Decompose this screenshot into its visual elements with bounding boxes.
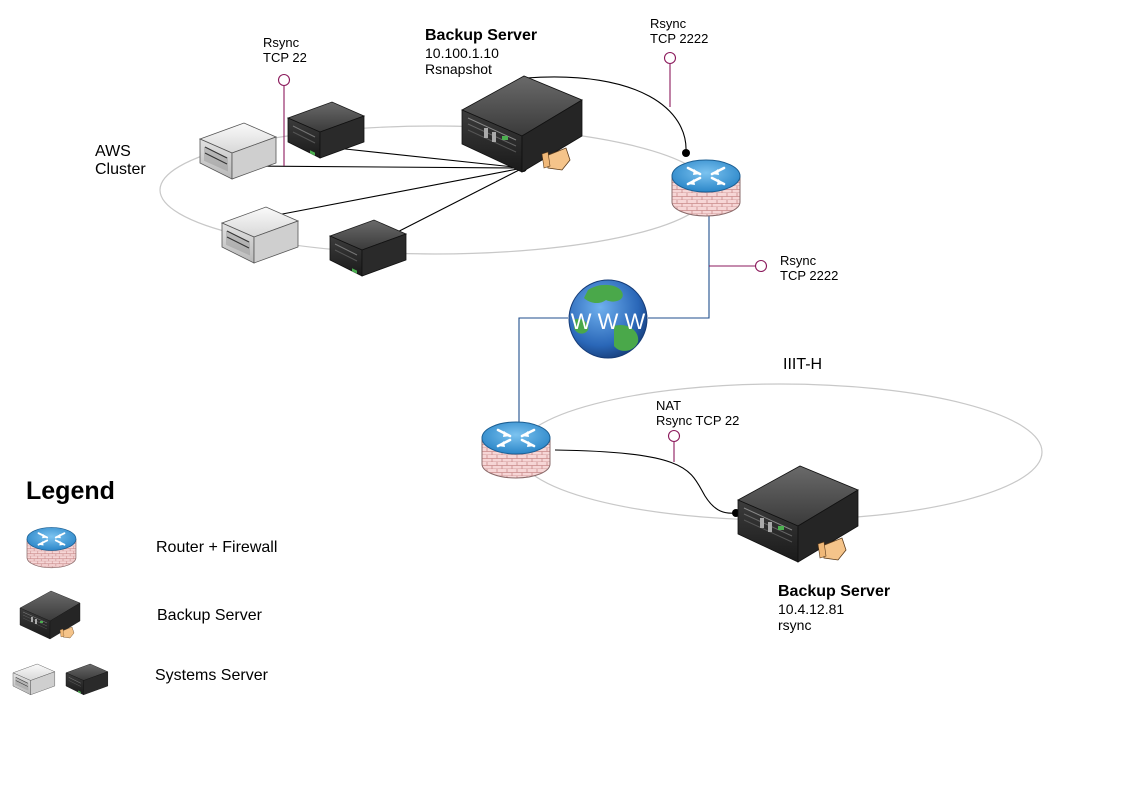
legend-backup-server-icon xyxy=(19,590,81,640)
aws-cluster-label-line2: Cluster xyxy=(95,161,146,179)
backup-server-iiith-software: rsync xyxy=(778,617,812,634)
port-label-internet-link: Rsync TCP 2222 xyxy=(780,253,839,284)
port-marker-iiith xyxy=(667,429,681,462)
internet-globe-text: W W W xyxy=(571,309,646,334)
port-label-aws-router-line1: Rsync xyxy=(650,16,687,31)
port-label-aws-router: Rsync TCP 2222 xyxy=(650,16,709,47)
port-label-aws-router-line2: TCP 2222 xyxy=(650,30,709,46)
port-marker-internet-link xyxy=(709,259,768,273)
backup-server-iiith-label: Backup Server 10.4.12.81 rsync xyxy=(778,583,890,634)
port-label-aws-internal: Rsync TCP 22 xyxy=(263,35,307,66)
router-firewall-aws-icon xyxy=(670,158,742,218)
backup-server-iiith-title: Backup Server xyxy=(778,583,891,600)
backup-router-link xyxy=(525,76,687,153)
backup-server-aws-ip: 10.100.1.10 xyxy=(425,45,499,62)
backup-server-iiith-ip: 10.4.12.81 xyxy=(778,601,845,618)
iiith-label: IIIT-H xyxy=(783,356,823,373)
port-label-aws-internal-line2: TCP 22 xyxy=(263,49,307,65)
legend-title: Legend xyxy=(26,477,115,505)
router-firewall-iiith-icon xyxy=(480,420,552,480)
port-label-iiith-line1: NAT xyxy=(656,398,682,413)
port-label-internet-link-line2: TCP 2222 xyxy=(780,267,839,283)
internet-globe-icon: W W W xyxy=(568,279,648,359)
port-label-iiith-line2: Rsync TCP 22 xyxy=(656,412,740,428)
backup-server-aws-title: Backup Server xyxy=(425,27,538,44)
backup-server-iiith-icon xyxy=(737,465,859,563)
backup-server-aws-icon xyxy=(461,75,583,173)
aws-systems-server-dark-2 xyxy=(329,219,407,277)
aws-systems-server-light-2 xyxy=(221,206,299,264)
port-label-iiith: NAT Rsync TCP 22 xyxy=(656,398,740,429)
legend-systems-server-dark-icon xyxy=(65,663,109,696)
aws-systems-server-light-1 xyxy=(199,122,277,180)
legend-router-firewall-icon xyxy=(26,526,77,569)
port-label-aws-internal-line1: Rsync xyxy=(263,35,300,50)
iiith-internal-link xyxy=(554,449,737,514)
port-label-internet-link-line1: Rsync xyxy=(780,253,817,268)
legend-item-router-firewall: Router + Firewall xyxy=(156,539,278,556)
aws-cluster-label: AWS Cluster xyxy=(95,143,146,180)
legend-item-systems-server: Systems Server xyxy=(155,667,268,684)
port-marker-aws-internal xyxy=(277,73,291,166)
backup-server-aws-software: Rsnapshot xyxy=(425,61,492,78)
port-marker-aws-router xyxy=(663,51,677,107)
backup-server-aws-label: Backup Server 10.100.1.10 Rsnapshot xyxy=(425,27,537,78)
legend-systems-server-light-icon xyxy=(12,663,56,696)
wan-links xyxy=(518,212,710,422)
legend-item-backup-server: Backup Server xyxy=(157,607,262,624)
aws-cluster-label-line1: AWS xyxy=(95,143,131,160)
